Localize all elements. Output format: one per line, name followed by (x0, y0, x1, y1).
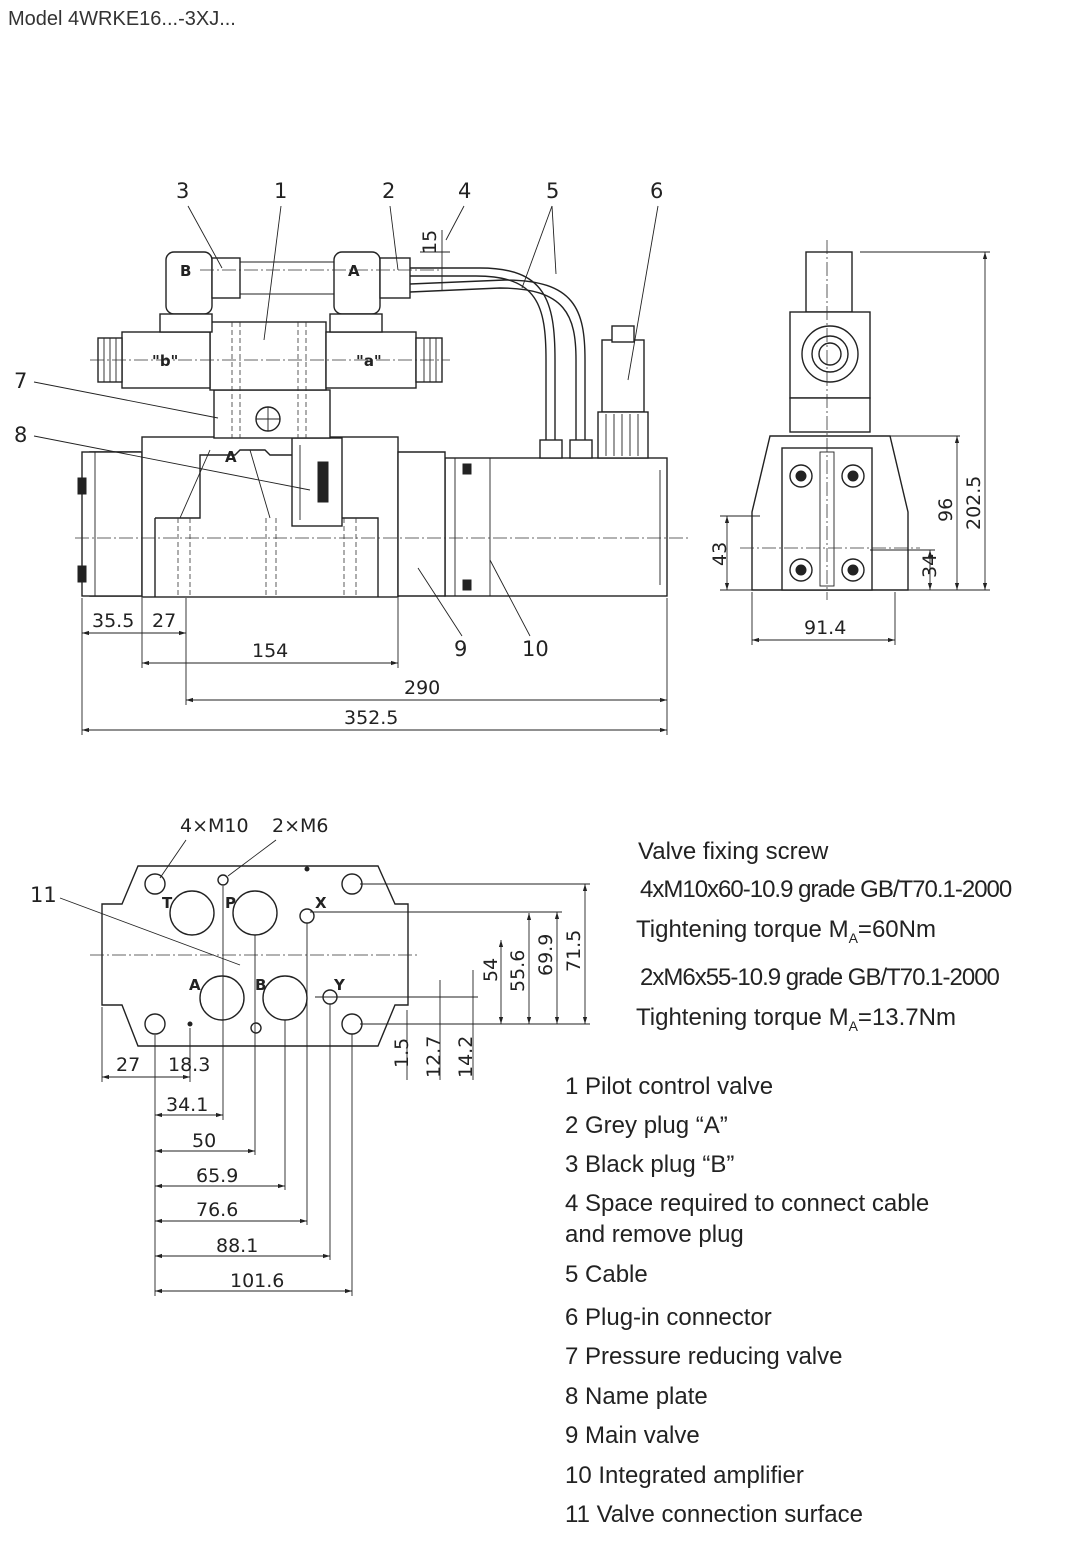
cable-b (409, 279, 586, 440)
svg-text:7: 7 (14, 369, 27, 393)
svg-text:8: 8 (14, 423, 27, 447)
svg-text:"a": "a" (356, 352, 382, 370)
fixing-torque-2: Tightening torque MA=13.7Nm (636, 1004, 956, 1034)
legend-item: 9 Main valve (565, 1422, 700, 1449)
model-title: Model 4WRKE16...-3XJ... (8, 8, 236, 30)
port-t (169, 890, 215, 936)
legend-item: 3 Black plug “B” (565, 1151, 735, 1178)
svg-text:91.4: 91.4 (804, 617, 846, 639)
pilot-control-valve (209, 321, 327, 391)
svg-text:4×M10: 4×M10 (180, 815, 249, 837)
svg-text:9: 9 (454, 637, 467, 661)
svg-text:154: 154 (252, 640, 288, 662)
legend-item: 7 Pressure reducing valve (565, 1343, 843, 1370)
side-plug (805, 251, 853, 313)
svg-text:290: 290 (404, 677, 440, 699)
fixing-screw-1: 4xM10x60-10.9 grade GB/T70.1-2000 (640, 876, 1012, 903)
svg-text:18.3: 18.3 (168, 1054, 210, 1076)
name-plate (291, 437, 343, 527)
legend-item: 1 Pilot control valve (565, 1073, 774, 1100)
svg-text:65.9: 65.9 (196, 1165, 238, 1187)
svg-text:2×M6: 2×M6 (272, 815, 329, 837)
svg-text:Y: Y (333, 976, 346, 994)
svg-text:101.6: 101.6 (230, 1270, 284, 1292)
port-a (199, 975, 245, 1021)
svg-text:2: 2 (382, 179, 395, 203)
plug-a-clip (379, 257, 411, 299)
svg-text:A: A (348, 262, 360, 280)
svg-text:54: 54 (480, 958, 502, 982)
svg-text:34: 34 (919, 554, 941, 578)
legend-item: 2 Grey plug “A” (565, 1112, 728, 1139)
cable-a (410, 267, 556, 440)
svg-text:5: 5 (546, 179, 559, 203)
legend-item: 8 Name plate (565, 1383, 708, 1410)
svg-text:P: P (225, 894, 236, 912)
legend-item: 11 Valve connection surface (565, 1501, 863, 1528)
svg-text:12.7: 12.7 (423, 1036, 445, 1078)
svg-text:4: 4 (458, 179, 471, 203)
svg-text:43: 43 (709, 542, 731, 566)
svg-text:27: 27 (116, 1054, 140, 1076)
svg-text:B: B (180, 262, 191, 280)
valve-connection-surface: T P X A B Y 4×M10 2×M6 11 27 (30, 815, 590, 1296)
svg-text:"b": "b" (152, 352, 178, 370)
svg-text:50: 50 (192, 1130, 216, 1152)
plug-b-clip (211, 257, 241, 299)
svg-text:35.5: 35.5 (92, 610, 134, 632)
svg-text:3: 3 (176, 179, 189, 203)
svg-text:10: 10 (522, 637, 549, 661)
fixing-title: Valve fixing screw (638, 838, 829, 865)
plug-in-connector (601, 339, 645, 413)
svg-text:352.5: 352.5 (344, 707, 398, 729)
fixing-screw-2: 2xM6x55-10.9 grade GB/T70.1-2000 (640, 964, 1000, 991)
svg-text:A: A (225, 448, 237, 466)
legend-item: 4 Space required to connect cable (565, 1190, 930, 1217)
svg-text:A: A (189, 976, 201, 994)
svg-text:34.1: 34.1 (166, 1094, 208, 1116)
svg-text:14.2: 14.2 (455, 1036, 477, 1078)
svg-text:1: 1 (274, 179, 287, 203)
svg-text:96: 96 (935, 498, 957, 522)
svg-text:69.9: 69.9 (535, 934, 557, 976)
legend-item: 5 Cable (565, 1261, 648, 1288)
svg-text:202.5: 202.5 (963, 476, 985, 530)
integrated-amplifier (444, 457, 668, 597)
svg-text:B: B (255, 976, 266, 994)
legend-item: 6 Plug-in connector (565, 1304, 772, 1331)
legend-item: 10 Integrated amplifier (565, 1462, 804, 1489)
svg-text:76.6: 76.6 (196, 1199, 238, 1221)
svg-text:71.5: 71.5 (563, 930, 585, 972)
legend-item: and remove plug (565, 1221, 744, 1248)
svg-text:15: 15 (419, 230, 441, 254)
svg-text:11: 11 (30, 883, 57, 907)
svg-text:55.6: 55.6 (507, 950, 529, 992)
side-view: 202.5 96 34 43 91.4 (709, 240, 990, 645)
svg-text:1.5: 1.5 (391, 1038, 413, 1068)
svg-text:6: 6 (650, 179, 663, 203)
front-view: A "b" "a" (14, 179, 690, 735)
svg-text:27: 27 (152, 610, 176, 632)
fixing-torque-1: Tightening torque MA=60Nm (636, 916, 936, 946)
svg-text:T: T (162, 894, 173, 912)
svg-text:88.1: 88.1 (216, 1235, 258, 1257)
svg-text:X: X (315, 894, 327, 912)
